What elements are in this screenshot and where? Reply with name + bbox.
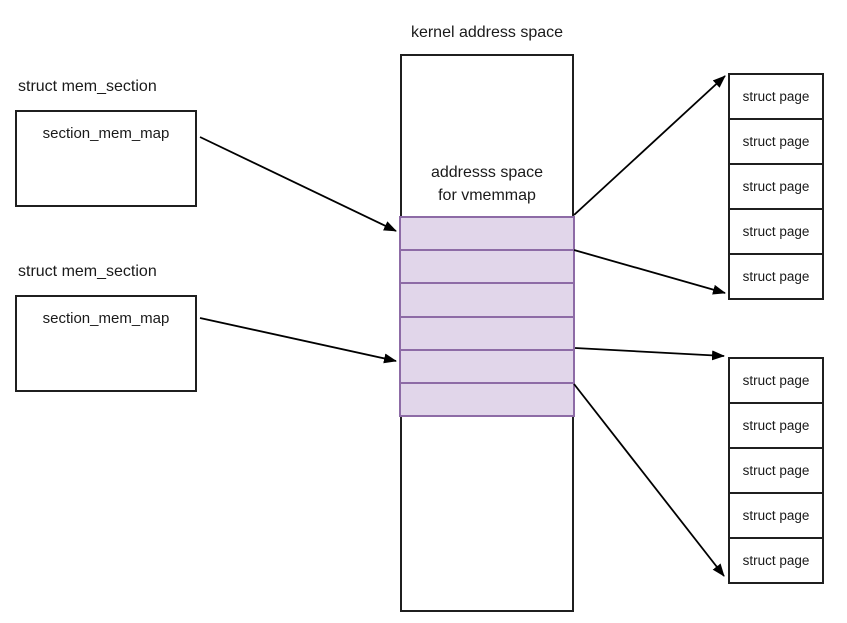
page-stack-1: struct page struct page struct page stru… — [728, 357, 824, 584]
struct-page-cell: struct page — [730, 165, 822, 210]
vmemmap-shaded-row — [401, 351, 573, 384]
vmemmap-address-space-label: addresss space for vmemmap — [430, 164, 544, 204]
arrow-vmemmap-to-pages0-bottom — [573, 249, 726, 295]
mem-section-1-label: struct mem_section — [18, 263, 157, 280]
mem-section-1-box: section_mem_map — [15, 295, 197, 392]
struct-page-cell: struct page — [730, 75, 822, 120]
struct-page-cell: struct page — [730, 210, 822, 255]
kernel-address-space-title: kernel address space — [410, 24, 564, 41]
struct-page-cell: struct page — [730, 449, 822, 494]
struct-page-cell: struct page — [742, 269, 810, 284]
struct-page-cell: struct page — [730, 120, 822, 165]
mem-section-1-field: section_mem_map — [42, 310, 170, 327]
mem-section-0-field: section_mem_map — [42, 125, 170, 142]
vmemmap-shaded-row — [401, 384, 573, 415]
mem-section-0-label: struct mem_section — [18, 78, 157, 95]
mem-section-0-box: section_mem_map — [15, 110, 197, 207]
struct-page-cell: struct page — [730, 359, 822, 404]
vmemmap-shaded-row — [401, 251, 573, 285]
vmemmap-shaded-region — [399, 216, 575, 417]
struct-page-cell: struct page — [730, 494, 822, 539]
arrow-vmemmap-to-pages1-top — [574, 347, 725, 361]
struct-page-cell: struct page — [742, 553, 810, 568]
arrow-vmemmap-to-pages1-bottom — [573, 383, 725, 577]
vmemmap-shaded-row — [401, 218, 573, 252]
vmemmap-shaded-row — [401, 284, 573, 318]
arrow-section1-to-vmemmap — [199, 317, 397, 364]
arrow-section0-to-vmemmap — [199, 136, 397, 232]
struct-page-cell: struct page — [730, 404, 822, 449]
arrow-vmemmap-to-pages0-top — [573, 75, 726, 216]
vmemmap-shaded-row — [401, 318, 573, 351]
page-stack-0: struct page struct page struct page stru… — [728, 73, 824, 300]
